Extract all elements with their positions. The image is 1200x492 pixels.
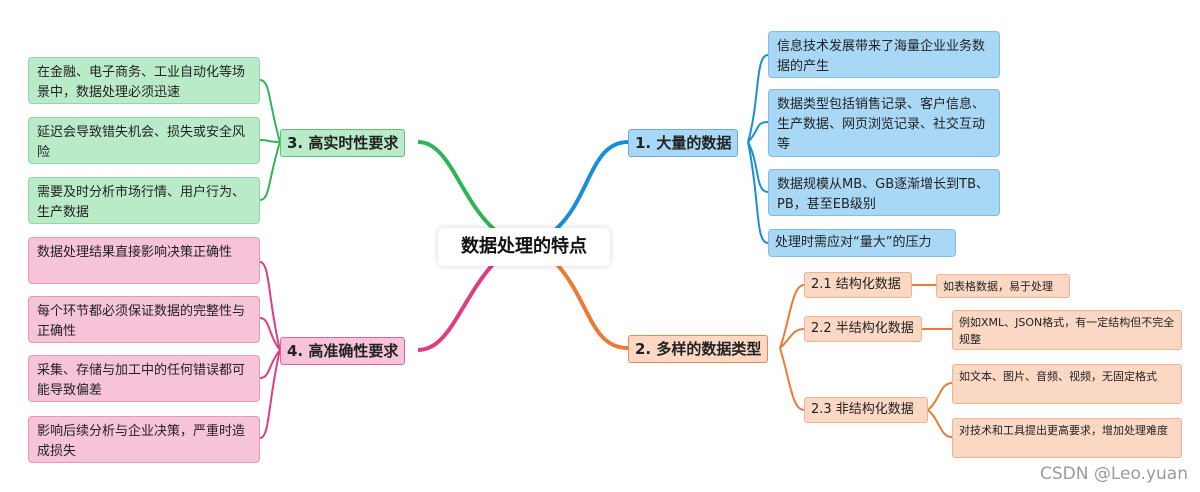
link-b3-c1: [259, 79, 281, 143]
link-root-b3: [417, 140, 497, 232]
b4-item-2[interactable]: 每个环节都必须保证数据的完整性与正确性: [28, 296, 260, 343]
link-b1-c1: [747, 54, 769, 143]
link-b2-c3-d1: [927, 382, 953, 411]
branch-accuracy[interactable]: 4. 高准确性要求: [280, 337, 406, 365]
b4-item-4[interactable]: 影响后续分析与企业决策，严重时造成损失: [28, 416, 260, 463]
link-b2-c3-d2: [927, 409, 953, 438]
b2-unstructured-detail-1[interactable]: 如文本、图片、音频、视频，无固定格式: [952, 364, 1182, 404]
link-b1-c2: [747, 121, 769, 143]
b3-item-2[interactable]: 延迟会导致错失机会、损失或安全风险: [28, 117, 260, 164]
branch-large-data[interactable]: 1. 大量的数据: [628, 129, 739, 157]
link-root-b2: [553, 260, 629, 350]
b3-item-1[interactable]: 在金融、电子商务、工业自动化等场景中，数据处理必须迅速: [28, 57, 260, 104]
b1-item-3[interactable]: 数据规模从MB、GB逐渐增长到TB、PB，甚至EB级别: [768, 169, 1000, 216]
b2-unstructured-detail-2[interactable]: 对技术和工具提出更高要求，增加处理难度: [952, 418, 1182, 458]
b1-item-1[interactable]: 信息技术发展带来了海量企业业务数据的产生: [768, 31, 1000, 78]
b2-semi-structured[interactable]: 2.2 半结构化数据: [804, 316, 922, 342]
link-b3-c2: [259, 139, 281, 143]
b4-item-1[interactable]: 数据处理结果直接影响决策正确性: [28, 237, 260, 284]
root-topic[interactable]: 数据处理的特点: [438, 228, 610, 266]
link-b4-c1: [259, 261, 281, 351]
branch-realtime[interactable]: 3. 高实时性要求: [280, 129, 406, 157]
b2-unstructured[interactable]: 2.3 非结构化数据: [804, 397, 928, 423]
link-b2-c3: [779, 347, 805, 411]
link-root-b4: [417, 260, 497, 352]
b2-structured-detail[interactable]: 如表格数据，易于处理: [936, 274, 1070, 298]
b2-structured[interactable]: 2.1 结构化数据: [804, 272, 912, 298]
b3-item-3[interactable]: 需要及时分析市场行情、用户行为、生产数据: [28, 177, 260, 224]
link-b4-c3: [259, 349, 281, 379]
b2-semi-structured-detail[interactable]: 例如XML、JSON格式，有一定结构但不完全规整: [952, 310, 1182, 350]
b1-item-4[interactable]: 处理时需应对“量大”的压力: [768, 229, 956, 257]
link-b4-c4: [259, 349, 281, 439]
link-b4-c2: [259, 317, 281, 351]
link-b3-c3: [259, 141, 281, 201]
link-root-b1: [553, 140, 629, 232]
branch-data-types[interactable]: 2. 多样的数据类型: [628, 335, 769, 363]
link-b1-c3: [747, 141, 769, 193]
link-b1-c4: [747, 141, 769, 244]
link-b2-c2: [779, 328, 805, 349]
b1-item-2[interactable]: 数据类型包括销售记录、客户信息、生产数据、网页浏览记录、社交互动等: [768, 89, 1000, 157]
b4-item-3[interactable]: 采集、存储与加工中的任何错误都可能导致偏差: [28, 355, 260, 402]
link-b2-c1: [779, 284, 805, 349]
watermark: CSDN @Leo.yuan: [1039, 464, 1188, 484]
